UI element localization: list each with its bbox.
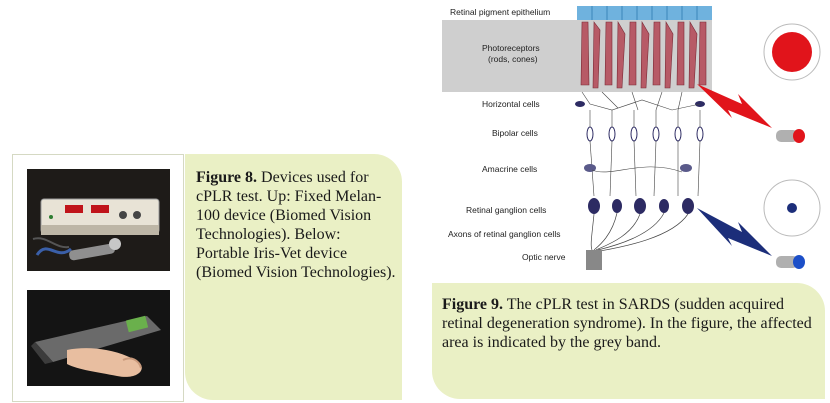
ganglion-cells — [588, 198, 694, 214]
label-horizontal-cells: Horizontal cells — [482, 99, 540, 109]
optic-nerve — [586, 250, 602, 270]
pigment-epithelium-band — [577, 6, 712, 20]
retina-layers-illustration — [442, 6, 821, 270]
figure-8-caption-box: Figure 8. Devices used for cPLR test. Up… — [185, 154, 402, 400]
figure-9-text: The cPLR test in SARDS (sudden acquired … — [442, 296, 812, 351]
label-retinal-pigment-epithelium: Retinal pigment epithelium — [450, 7, 551, 17]
label-optic-nerve: Optic nerve — [522, 252, 566, 262]
label-bipolar-cells: Bipolar cells — [492, 128, 538, 138]
dilated-pupil-red — [772, 32, 812, 72]
melan-100-device-illustration — [27, 169, 170, 271]
figure-8-label: Figure 8. — [196, 169, 258, 186]
red-light-arrow — [697, 84, 772, 128]
label-photoreceptors: Photoreceptors — [482, 43, 540, 53]
melan-100-device-photo — [27, 169, 170, 271]
figure-8-photo-panel — [12, 154, 184, 402]
iris-vet-device-illustration — [27, 290, 170, 386]
figure-9-label: Figure 9. — [442, 296, 504, 313]
retina-diagram: Retinal pigment epithelium Photoreceptor… — [442, 0, 830, 280]
figure-9-caption: Figure 9. The cPLR test in SARDS (sudden… — [442, 295, 817, 352]
figure-9-caption-box: Figure 9. The cPLR test in SARDS (sudden… — [432, 283, 825, 399]
label-axons-ganglion: Axons of retinal ganglion cells — [448, 229, 561, 239]
figure-8-text: Devices used for cPLR test. Up: Fixed Me… — [196, 169, 396, 281]
label-amacrine-cells: Amacrine cells — [482, 164, 538, 174]
label-rods-cones: (rods, cones) — [488, 54, 538, 64]
constricted-pupil-blue — [787, 203, 797, 213]
iris-vet-device-photo — [27, 290, 170, 386]
label-retinal-ganglion-cells: Retinal ganglion cells — [466, 205, 547, 215]
figure-8-caption: Figure 8. Devices used for cPLR test. Up… — [196, 168, 396, 282]
photoreceptor-cells — [580, 20, 707, 89]
blue-light-arrow — [697, 208, 772, 256]
